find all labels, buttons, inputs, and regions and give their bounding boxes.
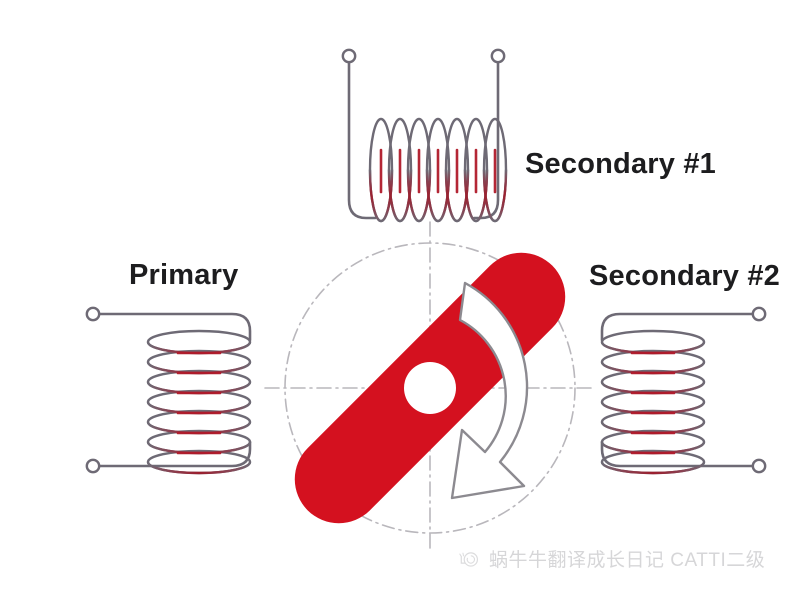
coil-left-lead-bottom <box>97 440 252 468</box>
rotor-assembly <box>294 252 566 524</box>
coil-secondary-1 <box>341 48 508 223</box>
snail-outline-icon <box>459 551 479 567</box>
terminal-primary-a <box>85 306 101 322</box>
coil-left-core-highlight <box>176 351 222 455</box>
label-secondary-1: Secondary #1 <box>525 148 716 180</box>
rotation-arrow <box>450 281 529 500</box>
terminal-secondary-2-b <box>751 458 767 474</box>
coil-right-lead-top <box>600 312 755 342</box>
terminal-secondary-1-a <box>341 48 357 64</box>
label-secondary-2: Secondary #2 <box>589 260 780 292</box>
coil-right-lead-bottom <box>600 440 755 468</box>
coil-top-turns-front <box>368 168 508 223</box>
terminal-secondary-2-a <box>751 306 767 322</box>
coil-secondary-2 <box>600 306 767 475</box>
watermark-text: 蜗牛牛翻译成长日记 CATTI二级 <box>489 550 766 571</box>
watermark: 蜗牛牛翻译成长日记 CATTI二级 <box>458 545 765 572</box>
coil-right-core-highlight <box>630 351 676 455</box>
rotor-hub <box>404 362 456 414</box>
coil-top-lead-left <box>347 60 377 220</box>
label-primary: Primary <box>129 259 239 291</box>
coil-top-core-highlight <box>379 148 497 194</box>
terminal-secondary-1-b <box>490 48 506 64</box>
coil-primary <box>85 306 252 475</box>
terminal-primary-b <box>85 458 101 474</box>
coil-left-lead-top <box>97 312 252 342</box>
